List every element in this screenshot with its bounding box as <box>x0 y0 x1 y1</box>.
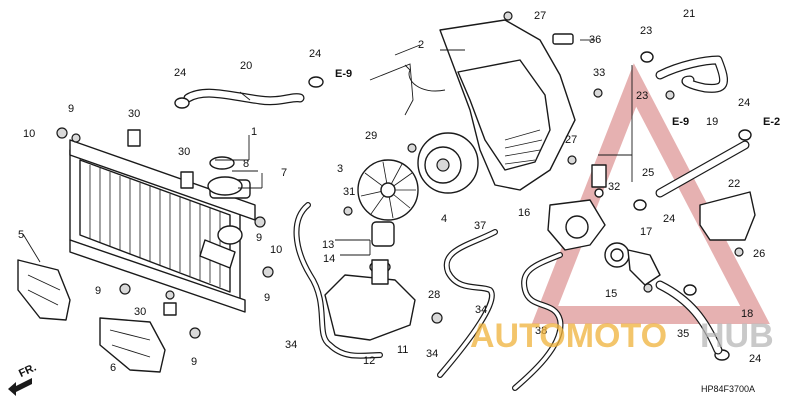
callout-label: 13 <box>322 239 334 251</box>
callout-label: 15 <box>605 288 617 300</box>
callout-label: 21 <box>683 8 695 20</box>
callout-labels: 1 2 3 4 5 6 7 8 9 9 9 9 9 10 10 11 12 13… <box>18 8 765 374</box>
water-outlet <box>591 164 607 198</box>
callout-label: 22 <box>728 178 740 190</box>
overflow-hose <box>293 202 383 359</box>
callout-label: 32 <box>608 181 620 193</box>
callout-label: 27 <box>534 10 546 22</box>
callout-label: 25 <box>642 167 654 179</box>
callout-label: 33 <box>593 67 605 79</box>
callout-label: 20 <box>240 60 252 72</box>
callout-label: 1 <box>251 126 257 138</box>
hose-clamps <box>174 51 752 361</box>
callout-label: 9 <box>191 356 197 368</box>
callout-label: 24 <box>663 213 675 225</box>
lower-hose <box>655 280 723 355</box>
callout-label: 9 <box>256 232 262 244</box>
callout-label: 31 <box>343 186 355 198</box>
callout-label: 23 <box>636 90 648 102</box>
diagram-code: HP84F3700A <box>701 384 755 394</box>
callout-label: 11 <box>397 344 408 356</box>
leader-lines <box>22 39 633 263</box>
water-pipe <box>655 55 729 93</box>
fan-shroud <box>439 19 576 191</box>
callout-label: 30 <box>134 306 146 318</box>
upper-radiator-hose <box>183 88 305 106</box>
fan-wire <box>369 63 414 116</box>
callout-label: 29 <box>365 130 377 142</box>
callout-label: 38 <box>535 325 547 337</box>
callout-label: 10 <box>270 244 282 256</box>
callout-label: 36 <box>589 34 601 46</box>
callout-label: 8 <box>243 158 249 170</box>
drain-hose <box>437 229 498 378</box>
callout-label: 14 <box>323 253 335 265</box>
watermark-word-b: HUB <box>700 317 774 355</box>
callout-label: 24 <box>738 97 750 109</box>
cooling-fan <box>357 159 419 221</box>
left-shroud <box>17 259 71 321</box>
radiator-cap <box>207 156 243 196</box>
callout-label: 16 <box>518 207 530 219</box>
callout-label: 24 <box>309 48 321 60</box>
callout-label: 2 <box>418 39 424 51</box>
callout-label: 17 <box>640 226 652 238</box>
callout-label: 3 <box>337 163 343 175</box>
radiator <box>69 139 256 313</box>
callout-label: 6 <box>110 362 116 374</box>
callout-label: 23 <box>640 25 652 37</box>
callout-label: 34 <box>285 339 297 351</box>
callout-label: 9 <box>68 103 74 115</box>
callout-label: 18 <box>741 308 753 320</box>
water-hose <box>655 140 750 198</box>
callout-label: 35 <box>677 328 689 340</box>
sensor <box>552 33 574 45</box>
front-marker-label: FR. <box>17 362 38 380</box>
thermostat-housing <box>547 199 606 251</box>
thermostat <box>604 242 661 286</box>
callout-label: 24 <box>174 67 186 79</box>
reserve-tank-cap <box>371 221 395 247</box>
callout-label: 34 <box>426 348 438 360</box>
watermark-word-a: AUTOMOTO <box>470 317 667 355</box>
brackets <box>127 129 194 316</box>
callout-label: 30 <box>128 108 140 120</box>
callout-label: 4 <box>441 213 447 225</box>
callout-label: 37 <box>474 220 486 232</box>
callout-label: 34 <box>475 304 487 316</box>
ref-label: E-2 <box>763 116 780 128</box>
bypass-hose <box>512 252 564 391</box>
callout-label: 27 <box>565 134 577 146</box>
ref-label: E-9 <box>335 68 352 80</box>
callout-label: 9 <box>264 292 270 304</box>
callout-label: 30 <box>178 146 190 158</box>
lower-shroud <box>99 317 166 373</box>
ref-label: E-9 <box>672 116 689 128</box>
callout-label: 12 <box>363 355 375 367</box>
reserve-tank <box>324 259 416 341</box>
callout-label: 26 <box>753 248 765 260</box>
front-arrow-icon <box>8 378 32 396</box>
water-pipe-cover <box>699 191 756 241</box>
callout-label: 19 <box>706 116 718 128</box>
callout-label: 24 <box>749 353 761 365</box>
fan-motor <box>404 64 479 194</box>
callout-label: 7 <box>281 167 287 179</box>
callout-label: 5 <box>18 229 24 241</box>
reference-labels: E-9 E-9 E-2 FR. HP84F3700A <box>17 68 780 394</box>
callout-label: 10 <box>23 128 35 140</box>
callout-label: 28 <box>428 289 440 301</box>
callout-label: 9 <box>95 285 101 297</box>
bolts <box>56 11 744 339</box>
watermark-text: AUTOMOTO HUB <box>470 317 774 355</box>
